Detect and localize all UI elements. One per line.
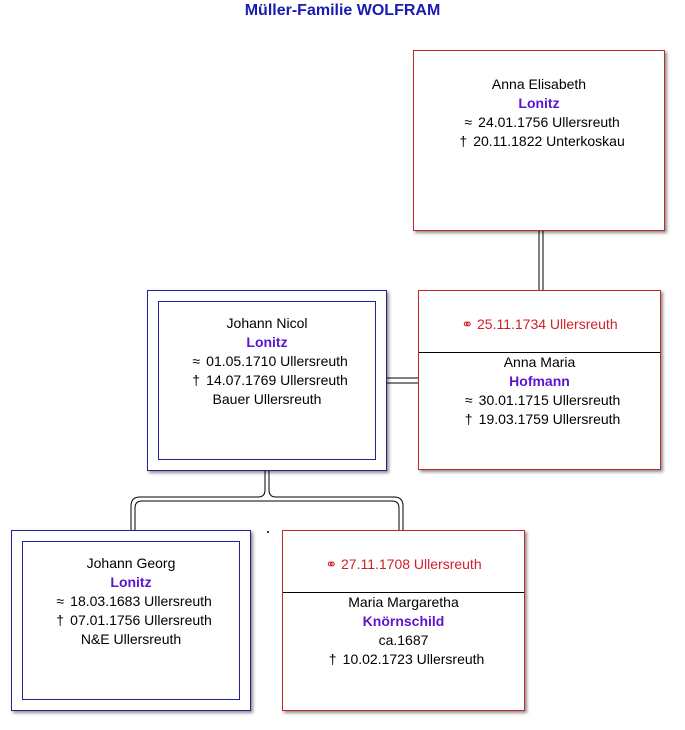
marriage-date: 27.11.1708 Ullersreuth: [341, 556, 482, 572]
occupation: Bauer Ullersreuth: [212, 391, 322, 407]
death-date: 07.01.1756 Ullersreuth: [70, 612, 212, 628]
given-name: Maria Margaretha: [348, 594, 459, 610]
death-date: 10.02.1723 Ullersreuth: [342, 651, 485, 667]
baptism-icon: ≈: [56, 593, 65, 609]
person-johann-georg[interactable]: Johann Georg Lonitz ≈18.03.1683 Ullersre…: [11, 530, 251, 711]
marriage-rings-icon: ⚭: [461, 316, 474, 332]
baptism-date: 24.01.1756 Ullersreuth: [478, 114, 620, 130]
baptism-date: 18.03.1683 Ullersreuth: [70, 593, 212, 609]
given-name: Johann Nicol: [226, 315, 308, 331]
person-johann-nicol[interactable]: Johann Nicol Lonitz ≈01.05.1710 Ullersre…: [147, 290, 387, 471]
surname: Lonitz: [246, 334, 288, 350]
surname: Lonitz: [518, 95, 560, 111]
divider: [419, 352, 660, 353]
birth-date: ca.1687: [378, 632, 429, 648]
given-name: Anna Elisabeth: [491, 76, 587, 92]
death-icon: †: [328, 651, 337, 667]
death-icon: †: [192, 372, 201, 388]
death-date: 20.11.1822 Unterkoskau: [473, 133, 625, 149]
baptism-icon: ≈: [192, 353, 201, 369]
baptism-icon: ≈: [464, 114, 473, 130]
inner-frame: [158, 301, 376, 460]
baptism-date: 30.01.1715 Ullersreuth: [478, 392, 621, 408]
surname: Hofmann: [509, 373, 570, 389]
marriage-rings-icon: ⚭: [325, 556, 338, 572]
inner-frame: [22, 541, 240, 700]
surname: Lonitz: [110, 574, 152, 590]
divider: [283, 592, 524, 593]
baptism-icon: ≈: [464, 392, 473, 408]
death-icon: †: [464, 411, 473, 427]
death-date: 19.03.1759 Ullersreuth: [478, 411, 621, 427]
page-title: Müller-Familie WOLFRAM: [244, 2, 441, 19]
baptism-date: 01.05.1710 Ullersreuth: [206, 353, 348, 369]
occupation: N&E Ullersreuth: [80, 631, 182, 647]
person-anna-maria[interactable]: ⚭ 25.11.1734 Ullersreuth Anna Maria Hofm…: [418, 290, 661, 470]
given-name: Anna Maria: [503, 354, 576, 370]
person-anna-elisabeth[interactable]: Anna Elisabeth Lonitz ≈24.01.1756 Ullers…: [413, 50, 665, 231]
given-name: Johann Georg: [86, 555, 176, 571]
death-date: 14.07.1769 Ullersreuth: [206, 372, 348, 388]
surname: Knörnschild: [362, 613, 445, 629]
person-maria-margaretha[interactable]: ⚭ 27.11.1708 Ullersreuth Maria Margareth…: [282, 530, 525, 711]
death-icon: †: [459, 133, 468, 149]
marriage-date: 25.11.1734 Ullersreuth: [477, 316, 618, 332]
death-icon: †: [56, 612, 65, 628]
